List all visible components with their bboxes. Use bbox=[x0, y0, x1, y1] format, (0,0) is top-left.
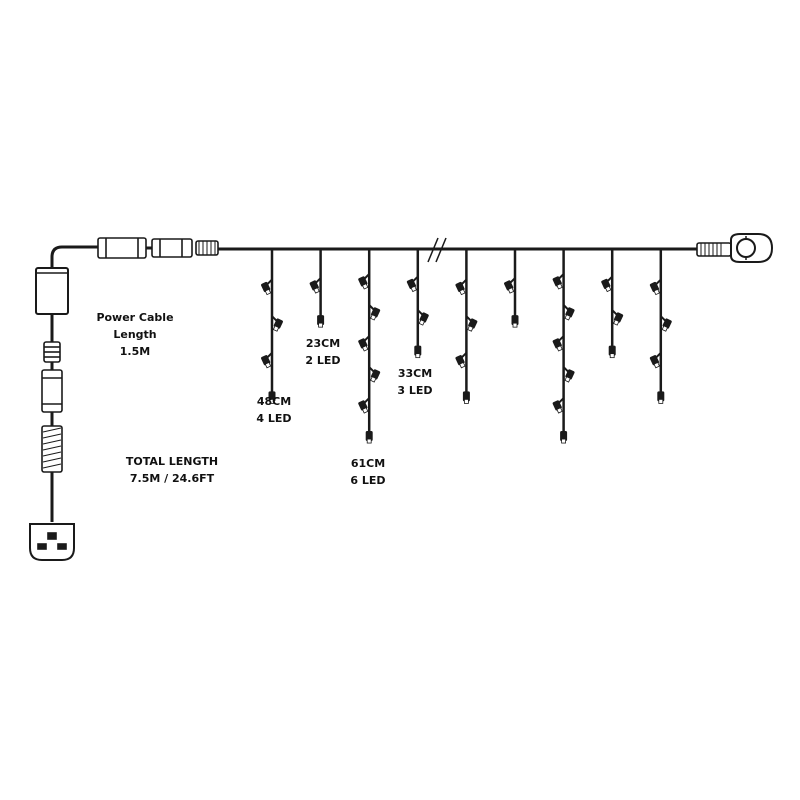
led-bulb bbox=[649, 278, 662, 296]
drop-48cm-length: 48CM bbox=[256, 395, 292, 408]
drop-33cm-length: 33CM bbox=[397, 367, 433, 380]
led-bulb bbox=[368, 366, 381, 383]
total-length-label-line1: TOTAL LENGTH bbox=[125, 455, 219, 468]
drop-23cm-leds: 2 LED bbox=[305, 354, 341, 367]
power-cable-assembly bbox=[29, 245, 98, 561]
led-bulb bbox=[417, 309, 429, 326]
led-bulb bbox=[365, 431, 373, 444]
led-bulb bbox=[511, 315, 519, 328]
icicle-drop bbox=[455, 249, 478, 404]
drop-61cm-length: 61CM bbox=[350, 457, 386, 470]
led-bulb bbox=[611, 309, 624, 326]
led-bulb bbox=[271, 315, 283, 332]
main-wire bbox=[218, 237, 698, 263]
drop-23cm-length: 23CM bbox=[305, 337, 341, 350]
drop-23cm-label: 23CM 2 LED bbox=[293, 335, 353, 369]
led-bulb bbox=[462, 391, 470, 404]
led-bulb bbox=[368, 304, 381, 321]
led-bulb bbox=[660, 315, 672, 332]
led-bulb bbox=[601, 275, 613, 293]
top-connectors bbox=[97, 237, 219, 259]
icicle-drop bbox=[504, 249, 519, 328]
led-bulb bbox=[358, 273, 370, 290]
drop-48cm-leds: 4 LED bbox=[256, 412, 292, 425]
led-bulb bbox=[657, 391, 665, 404]
led-bulb bbox=[552, 273, 565, 290]
drop-61cm-label: 61CM 6 LED bbox=[338, 455, 398, 489]
led-bulb bbox=[406, 275, 419, 293]
icicle-drop bbox=[358, 249, 381, 444]
female-connector bbox=[151, 238, 193, 258]
icicle-drops bbox=[261, 249, 672, 444]
icicle-drop bbox=[552, 249, 575, 444]
icicle-drop bbox=[649, 249, 672, 404]
uk-plug-icon bbox=[29, 523, 75, 561]
led-bulb bbox=[552, 397, 565, 414]
power-plug-connector bbox=[41, 369, 63, 413]
power-cable-label: Power Cable Length 1.5M bbox=[93, 309, 177, 360]
led-bulb bbox=[317, 315, 325, 328]
drop-33cm-leds: 3 LED bbox=[397, 384, 433, 397]
power-cable-bend bbox=[50, 245, 98, 268]
led-bulb bbox=[455, 278, 468, 296]
led-bulb bbox=[261, 278, 273, 296]
power-cable-label-line1: Power Cable bbox=[96, 311, 174, 324]
power-cable-label-line3: 1.5M bbox=[119, 345, 151, 358]
led-bulb bbox=[309, 277, 322, 294]
led-bulb bbox=[455, 352, 468, 369]
led-bulb bbox=[649, 352, 662, 369]
power-cable-label-line2: Length bbox=[113, 328, 157, 341]
led-bulb bbox=[608, 345, 616, 359]
led-bulb bbox=[562, 366, 575, 383]
drop-61cm-leds: 6 LED bbox=[350, 474, 386, 487]
drop-33cm-label: 33CM 3 LED bbox=[385, 365, 445, 399]
led-bulb bbox=[465, 315, 478, 332]
drop-48cm-label: 48CM 4 LED bbox=[244, 393, 304, 427]
icicle-drop bbox=[261, 249, 283, 404]
led-bulb bbox=[414, 345, 422, 359]
led-bulb bbox=[504, 277, 516, 294]
led-bulb bbox=[552, 335, 565, 352]
transformer-box bbox=[35, 267, 69, 315]
led-bulb bbox=[358, 335, 370, 352]
icicle-drop bbox=[406, 249, 429, 359]
led-bulb bbox=[261, 352, 273, 369]
led-bulb bbox=[562, 304, 575, 321]
end-cap-connector bbox=[696, 233, 774, 263]
total-length-label-line2: 7.5M / 24.6FT bbox=[129, 472, 215, 485]
total-length-label: TOTAL LENGTH 7.5M / 24.6FT bbox=[116, 453, 228, 487]
led-bulb bbox=[358, 397, 370, 414]
icicle-drop bbox=[309, 249, 325, 328]
ribbed-connector bbox=[41, 425, 63, 473]
led-bulb bbox=[560, 431, 568, 444]
wire-break-mark bbox=[427, 237, 439, 263]
led-bulb bbox=[268, 391, 276, 404]
icicle-drop bbox=[601, 249, 624, 359]
